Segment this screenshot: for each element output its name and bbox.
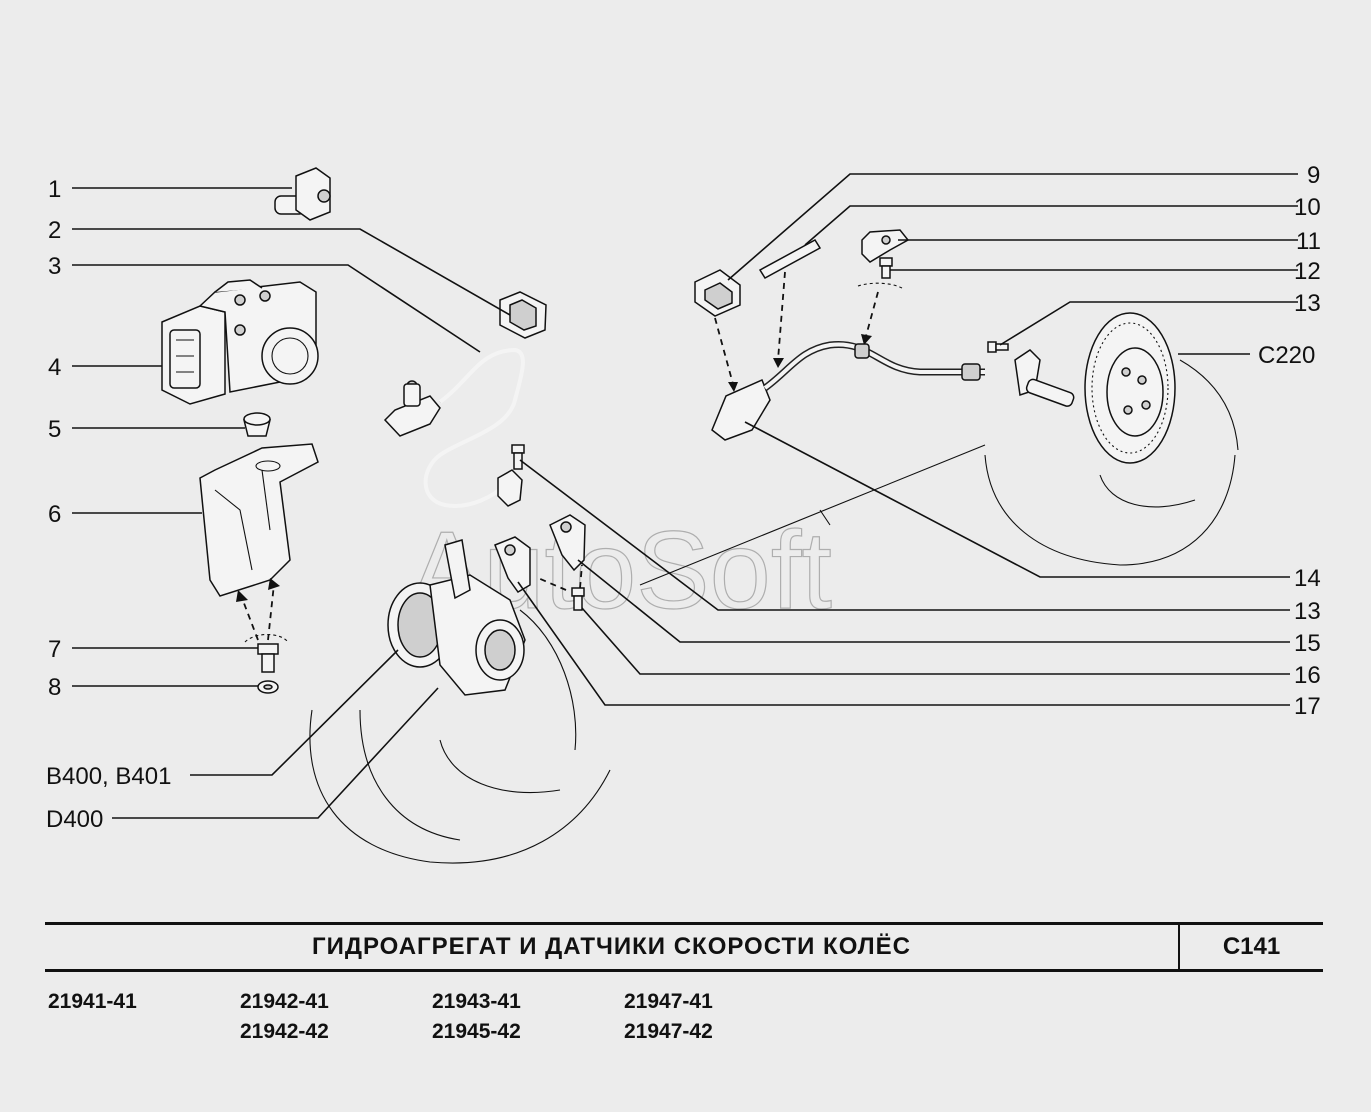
assembly-arrows-7 <box>236 578 289 643</box>
callout-5: 5 <box>48 416 61 443</box>
callout-9: 9 <box>1307 162 1320 189</box>
rear-wheel-outline <box>984 359 1239 566</box>
part-2-clip <box>499 291 547 339</box>
part-9-clip <box>694 269 741 317</box>
dashed-arrows-rear <box>714 271 879 392</box>
model-code: 21943-41 <box>432 990 521 1013</box>
callout-13-front: 13 <box>1294 598 1321 625</box>
callout-11: 11 <box>1296 228 1321 255</box>
model-code <box>48 1020 240 1044</box>
model-code: 21942-42 <box>240 1020 329 1043</box>
part-16-bolt <box>537 564 585 611</box>
part-3-sensor-harness <box>383 347 525 508</box>
callout-c220: C220 <box>1258 342 1315 369</box>
callout-1: 1 <box>48 176 61 203</box>
part-12-bolt <box>857 257 903 289</box>
callout-13-rear: 13 <box>1294 290 1321 317</box>
callout-16: 16 <box>1294 662 1321 689</box>
part-10-cable-tie <box>758 239 822 279</box>
callout-14: 14 <box>1294 565 1321 592</box>
callouts-left: 1 2 3 4 5 6 7 8 B400, B401 D400 <box>46 176 171 833</box>
callout-12: 12 <box>1294 258 1321 285</box>
part-1-connector <box>274 167 331 221</box>
model-code: 21941-41 <box>48 990 137 1013</box>
callout-d400: D400 <box>46 806 103 833</box>
callouts-right: 9 10 11 12 13 C220 14 13 15 16 17 <box>1258 162 1321 720</box>
page-title: ГИДРОАГРЕГАТ И ДАТЧИКИ СКОРОСТИ КОЛЁС <box>312 933 911 960</box>
part-8-washer <box>257 680 279 694</box>
model-code: 21942-41 <box>240 990 329 1013</box>
callout-7: 7 <box>48 636 61 663</box>
part-7-bolt <box>257 643 279 673</box>
part-11-bracket <box>861 229 910 263</box>
steering-knuckle-hub <box>387 539 526 696</box>
part-14-rear-sensor-harness <box>711 340 985 441</box>
model-code: 21947-41 <box>624 990 713 1013</box>
rear-tone-ring <box>1084 312 1176 464</box>
page-code: C141 <box>1178 925 1323 969</box>
callout-8: 8 <box>48 674 61 701</box>
callout-10: 10 <box>1294 194 1321 221</box>
leader-lines <box>72 173 1298 819</box>
callout-17: 17 <box>1294 693 1321 720</box>
rear-sensor <box>1014 349 1075 407</box>
body-contour <box>639 444 986 586</box>
callout-3: 3 <box>48 253 61 280</box>
callout-6: 6 <box>48 501 61 528</box>
callout-4: 4 <box>48 354 61 381</box>
front-wheel-outline <box>309 609 611 864</box>
model-list: 21941-41 21942-41 21943-41 21947-41 2194… <box>48 990 816 1044</box>
part-5-rubber-mount <box>243 412 271 437</box>
callout-2: 2 <box>48 217 61 244</box>
part-17-bracket <box>494 536 531 593</box>
part-6-bracket <box>199 443 319 597</box>
callout-15: 15 <box>1294 630 1321 657</box>
part-4-hydraulic-unit <box>161 279 319 405</box>
model-code: 21945-42 <box>432 1020 521 1043</box>
part-13-bolt-front <box>511 444 525 470</box>
part-15-bracket <box>549 514 586 572</box>
model-code: 21947-42 <box>624 1020 713 1043</box>
parts-diagram: AutoSoft <box>46 162 1321 864</box>
callout-b400: B400, B401 <box>46 763 171 790</box>
title-bar: ГИДРОАГРЕГАТ И ДАТЧИКИ СКОРОСТИ КОЛЁС C1… <box>45 922 1323 972</box>
part-13-bolt-rear <box>987 341 1009 353</box>
